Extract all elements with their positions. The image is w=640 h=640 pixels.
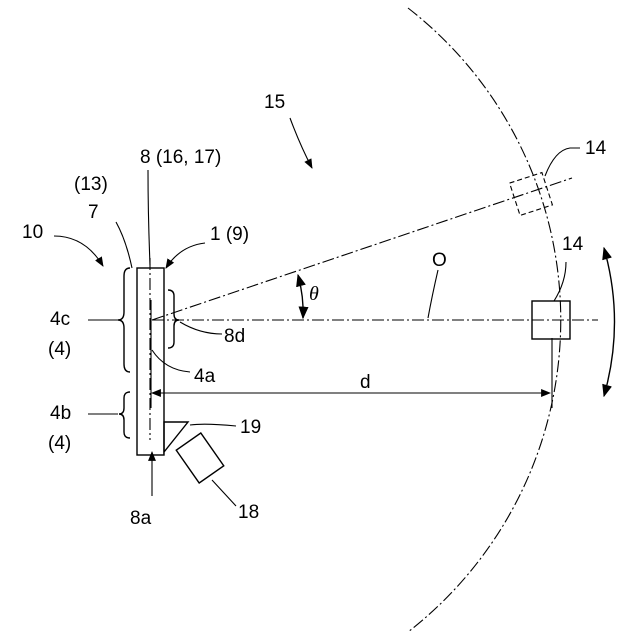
leader-7: [116, 222, 132, 268]
leader-O: [428, 270, 438, 318]
label-19: 19: [240, 417, 261, 438]
label-13: (13): [74, 174, 108, 195]
label-10: 10: [22, 222, 43, 243]
label-4b: 4b: [50, 403, 71, 424]
label-O: O: [432, 250, 447, 271]
label-14-upper: 14: [585, 138, 607, 159]
label-18: 18: [238, 502, 259, 523]
label-4b-paren: (4): [48, 433, 71, 454]
leader-4a: [152, 350, 190, 372]
leader-10: [54, 236, 103, 266]
brace-4c: [118, 268, 130, 372]
leader-18: [212, 480, 236, 506]
label-4a: 4a: [194, 366, 216, 387]
leader-14-upper: [545, 148, 580, 176]
component-18: [176, 433, 224, 483]
label-4c-paren: (4): [48, 339, 71, 360]
brace-8d: [168, 290, 179, 348]
label-8d: 8d: [224, 326, 245, 347]
label-7: 7: [88, 202, 99, 223]
label-8-16-17: 8 (16, 17): [140, 147, 221, 168]
upper-target-square: [510, 173, 553, 216]
label-1-9: 1 (9): [210, 224, 249, 245]
leader-14: [554, 262, 566, 301]
leader-19: [190, 424, 236, 426]
rotation-arrow: [604, 248, 615, 396]
brace-4b: [119, 392, 130, 438]
label-4c: 4c: [50, 309, 70, 330]
leader-8: [148, 170, 150, 265]
label-14: 14: [562, 234, 584, 255]
leader-1: [166, 243, 205, 268]
tilted-axis-line: [152, 178, 572, 320]
label-8a: 8a: [130, 508, 152, 529]
leader-8d: [180, 322, 222, 334]
label-d: d: [360, 372, 371, 393]
angle-arc: [298, 275, 303, 318]
label-15: 15: [264, 92, 285, 113]
bracket-19: [164, 422, 188, 452]
label-theta: θ: [309, 283, 319, 305]
leader-15: [290, 118, 312, 168]
